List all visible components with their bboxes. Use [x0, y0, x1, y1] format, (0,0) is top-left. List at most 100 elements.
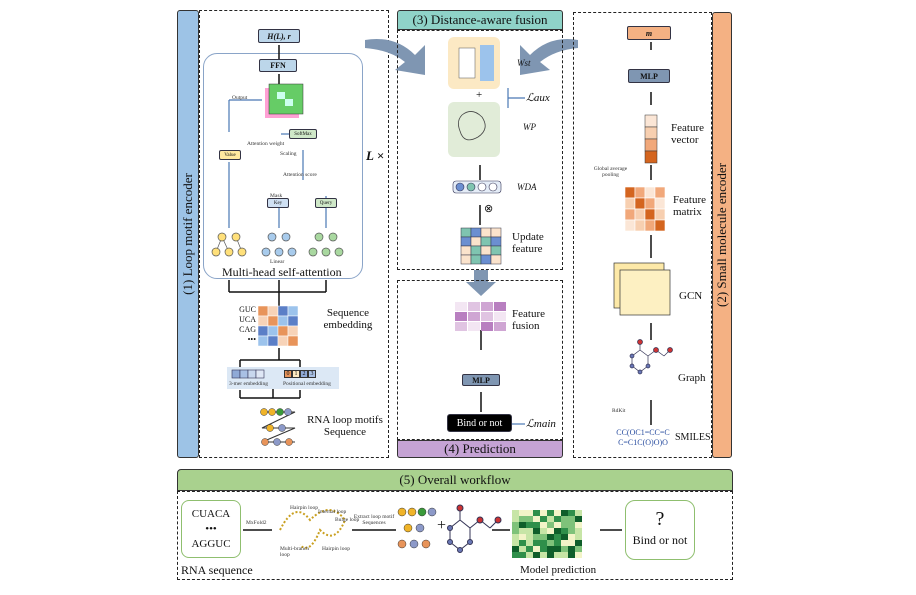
panel3-header: (3) Distance-aware fusion	[397, 10, 563, 30]
plus-sign: +	[476, 89, 483, 101]
sequence-embedding-matrix	[257, 305, 299, 347]
heatmap-cell	[561, 528, 568, 534]
mask-label: Mask	[270, 193, 283, 199]
model-prediction-label: Model prediction	[520, 564, 597, 576]
heatmap-cell	[519, 540, 526, 546]
extract-label: Extract loop motif Sequences	[353, 514, 395, 526]
output-box: H(L), r	[258, 29, 300, 43]
heatmap-cell	[575, 552, 582, 558]
heatmap-cell	[526, 552, 533, 558]
l-main-label: ℒmain	[526, 418, 556, 430]
positional-embedding-label: Positional embedding	[283, 381, 331, 387]
heatmap-cell	[512, 552, 519, 558]
smiles-value: CC(OC1=CC=C C=C1C(O)O)O	[616, 428, 670, 447]
panel5-title: (5) Overall workflow	[399, 472, 511, 487]
w-da-label: WDA	[517, 182, 537, 192]
heatmap-cell	[540, 552, 547, 558]
heatmap-cell	[554, 546, 561, 552]
heatmap-cell	[540, 546, 547, 552]
heatmap-cell	[575, 528, 582, 534]
heatmap-cell	[575, 546, 582, 552]
query-box: Query	[315, 198, 337, 208]
mhsa-block	[203, 53, 363, 279]
heatmap-cell	[526, 510, 533, 516]
gcn-layer-front	[619, 269, 671, 316]
heatmap-cell	[575, 522, 582, 528]
heatmap-cell	[533, 540, 540, 546]
panel4-header: (4) Prediction	[397, 440, 563, 458]
heatmap-cell	[554, 552, 561, 558]
heatmap-cell	[512, 510, 519, 516]
heatmap-cell	[519, 546, 526, 552]
heatmap-cell	[568, 534, 575, 540]
attention-heatmap	[265, 83, 304, 118]
heatmap-cell	[519, 516, 526, 522]
heatmap-cell	[547, 552, 554, 558]
bulge-loop-label: Bulge loop	[335, 517, 360, 523]
output-label: Output	[232, 95, 248, 101]
gcn-label: GCN	[679, 290, 703, 302]
heatmap-cell	[561, 546, 568, 552]
feature-vector-label: Feature vector	[671, 122, 704, 146]
sequence-bottom: AGGUC	[191, 538, 231, 550]
feature-fusion-matrix	[455, 302, 506, 331]
heatmap-cell	[533, 522, 540, 528]
heatmap-cell	[568, 510, 575, 516]
linear-networks	[211, 232, 344, 257]
heatmap-cell	[568, 540, 575, 546]
heatmap-cell	[526, 540, 533, 546]
heatmap-cell	[554, 540, 561, 546]
multi-branch-loop-label: Multi-branch loop	[280, 546, 310, 558]
heatmap-cell	[533, 528, 540, 534]
heatmap-cell	[533, 552, 540, 558]
heatmap-cell	[554, 522, 561, 528]
l-aux-label: ℒaux	[526, 92, 550, 104]
heatmap-cell	[519, 522, 526, 528]
wda-vector	[452, 180, 502, 194]
heatmap-cell	[547, 546, 554, 552]
hairpin-loop-label-2: Hairpin loop	[322, 546, 350, 552]
heatmap-cell	[519, 528, 526, 534]
plus-sign-workflow: +	[437, 517, 447, 534]
kmer: UCA	[239, 315, 256, 324]
molecule-graph-2	[447, 504, 502, 553]
small-molecule-encoder-panel	[573, 12, 712, 458]
heatmap-cell	[568, 552, 575, 558]
update-feature-label: Update feature	[512, 231, 544, 255]
position-cell: 1	[292, 370, 300, 378]
m-output-box: m	[627, 26, 671, 40]
kmer: CAG	[239, 325, 256, 334]
mhsa-label: Multi-head self-attention	[222, 265, 342, 279]
smiles-label: SMILES	[675, 432, 711, 443]
heatmap-cell	[533, 534, 540, 540]
update-feature-matrix	[460, 227, 502, 265]
position-cell: 0	[284, 370, 292, 378]
mlp-box-prediction: MLP	[462, 374, 500, 386]
linear-label: Linear	[270, 259, 285, 265]
heatmap-cell	[561, 522, 568, 528]
heatmap-cell	[561, 540, 568, 546]
graph-label: Graph	[678, 372, 706, 384]
rna-loop-label: RNA loop motifs Sequence	[307, 414, 383, 438]
w-p-label: WP	[523, 122, 536, 132]
w-st-label: Wst	[517, 58, 531, 68]
panel4-title: (4) Prediction	[444, 441, 516, 456]
heatmap-cell	[575, 516, 582, 522]
rdkit-label: RdKit	[612, 408, 626, 414]
heatmap-cell	[547, 528, 554, 534]
model-prediction-heatmap	[512, 510, 582, 558]
kmer: •••	[247, 335, 256, 344]
heatmap-cell	[519, 510, 526, 516]
feature-matrix	[624, 186, 666, 232]
bind-or-not-label: Bind or not	[632, 533, 688, 547]
kmer: GUC	[239, 305, 256, 314]
molecule-graph	[629, 339, 673, 375]
heatmap-cell	[554, 510, 561, 516]
heatmap-cell	[568, 522, 575, 528]
feature-matrix-label: Feature matrix	[673, 194, 706, 218]
sequence-dots: •••	[205, 523, 217, 535]
heatmap-cell	[568, 528, 575, 534]
softmax-box: SoftMax	[289, 129, 317, 139]
